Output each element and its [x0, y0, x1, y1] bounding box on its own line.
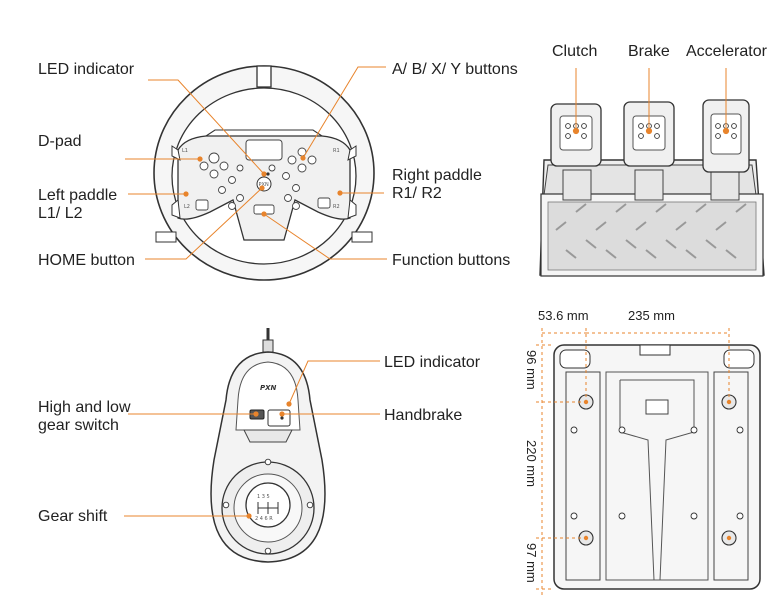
label-abxy-buttons: A/ B/ X/ Y buttons	[392, 61, 518, 78]
left-paddle-l1	[171, 145, 181, 161]
label-gear-shift: Gear shift	[38, 508, 108, 525]
pedal-leaders	[572, 68, 730, 135]
dim-left-offset: 53.6 mm	[538, 308, 589, 323]
label-brake: Brake	[628, 43, 670, 60]
label-function-buttons: Function buttons	[392, 252, 510, 269]
label-dpad: D-pad	[38, 133, 82, 150]
r2-mark: R2	[333, 204, 340, 210]
dim-top: 96 mm	[524, 350, 539, 390]
shifter-leader-dots	[246, 401, 292, 519]
pedal-base	[553, 344, 761, 590]
r1-mark: R1	[333, 148, 340, 154]
dim-bottom: 97 mm	[524, 543, 539, 583]
label-gear-switch: High and low	[38, 399, 131, 416]
right-paddle-r1	[347, 145, 357, 161]
dim-middle: 220 mm	[524, 440, 539, 487]
shifter-leaders	[124, 360, 380, 517]
l1-mark: L1	[182, 148, 188, 154]
label-handbrake: Handbrake	[384, 407, 462, 424]
right-button-cluster	[268, 147, 331, 210]
label-wheel-led-indicator: LED indicator	[38, 61, 135, 78]
gear-pattern-top: 1 3 5	[257, 494, 270, 500]
brake-pedal	[623, 101, 675, 201]
pedal-tread-pattern	[547, 201, 757, 271]
dimension-lines	[536, 328, 730, 596]
wheel-leader-dots	[183, 155, 343, 217]
label-left-paddle: Left paddle	[38, 187, 117, 204]
left-paddle-l2	[171, 199, 181, 219]
l2-mark: L2	[184, 204, 190, 210]
right-paddle-r2	[347, 199, 357, 219]
wheel-top-marker	[256, 65, 272, 88]
center-display	[245, 139, 283, 161]
shifter-logo: PXN	[260, 384, 277, 392]
label-home-button: HOME button	[38, 252, 135, 269]
left-button-cluster	[195, 152, 244, 211]
label-accelerator: Accelerator	[686, 43, 768, 60]
label-gear-switch-2: gear switch	[38, 417, 119, 434]
shifter: PXN 1 3 5 2 4 6 R	[210, 328, 326, 563]
home-mark: PXN	[259, 182, 269, 188]
label-right-paddle: Right paddle	[392, 167, 482, 184]
pedal-set: PXN	[539, 99, 765, 277]
label-clutch: Clutch	[552, 43, 597, 60]
label-shifter-led-indicator: LED indicator	[384, 354, 481, 371]
label-left-paddle-keys: L1/ L2	[38, 205, 83, 222]
dim-hole-spacing: 235 mm	[628, 308, 675, 323]
label-right-paddle-keys: R1/ R2	[392, 185, 442, 202]
wheel-leaders	[125, 66, 387, 260]
gear-pattern-bottom: 2 4 6 R	[255, 516, 273, 522]
handbrake-lever	[267, 409, 291, 427]
